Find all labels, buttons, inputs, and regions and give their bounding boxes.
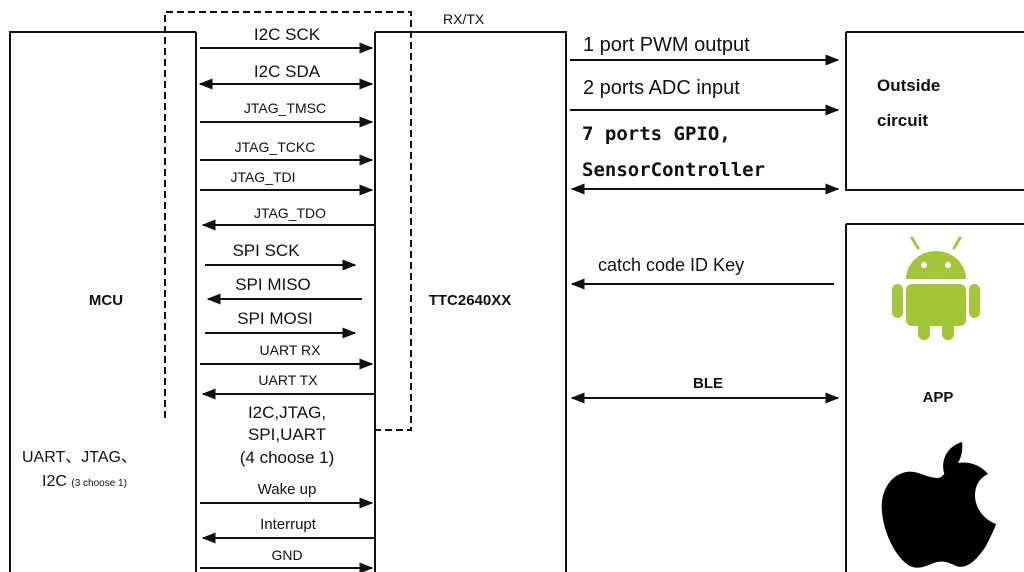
chip-block — [374, 31, 567, 572]
mcu-block — [9, 31, 196, 572]
jtag-tdi-label: JTAG_TDI — [230, 169, 295, 185]
pwm-label: 1 port PWM output — [583, 34, 750, 56]
spi-miso-label: SPI MISO — [235, 275, 311, 294]
apple-icon — [881, 442, 996, 568]
wake-up-label: Wake up — [258, 481, 317, 498]
outside-label-2: circuit — [877, 111, 928, 130]
mcu-note-line1: UART、JTAG、 — [22, 449, 137, 466]
gnd-label: GND — [271, 547, 302, 563]
jtag-tmsc-label: JTAG_TMSC — [244, 100, 326, 116]
interface-dashed-box — [164, 11, 412, 431]
catch-code-label: catch code ID Key — [598, 255, 744, 275]
i2c-sck-label: I2C SCK — [254, 25, 321, 44]
outside-circuit-block — [845, 31, 1024, 191]
chip-label: TTC2640XX — [429, 292, 512, 309]
mux-note-line2: SPI,UART — [248, 425, 326, 444]
mcu-label: MCU — [89, 292, 123, 309]
jtag-tckc-label: JTAG_TCKC — [235, 139, 316, 155]
adc-label: 2 ports ADC input — [583, 77, 740, 99]
app-block — [845, 223, 1024, 572]
uart-tx-label: UART TX — [258, 372, 318, 388]
uart-rx-label: UART RX — [260, 342, 322, 358]
mcu-note-line2: I2C (3 choose 1) — [42, 473, 127, 490]
rxtx-label: RX/TX — [443, 11, 485, 27]
outside-label-1: Outside — [877, 76, 940, 95]
mux-note-line1: I2C,JTAG, — [248, 403, 326, 422]
sensor-label: SensorController — [582, 159, 765, 181]
ble-label: BLE — [693, 375, 723, 392]
mcu-note-i2c: I2C — [42, 473, 67, 490]
android-icon — [892, 236, 980, 340]
spi-sck-label: SPI SCK — [232, 241, 300, 260]
app-label: APP — [923, 389, 954, 406]
interrupt-label: Interrupt — [260, 516, 317, 533]
gpio-label: 7 ports GPIO, — [582, 123, 731, 145]
mux-note-line3: (4 choose 1) — [240, 448, 335, 467]
i2c-sda-label: I2C SDA — [254, 62, 321, 81]
signal-lines: I2C SCK I2C SDA JTAG_TMSC JTAG_TCKC JTAG… — [198, 25, 374, 572]
jtag-tdo-label: JTAG_TDO — [254, 205, 326, 221]
spi-mosi-label: SPI MOSI — [237, 309, 313, 328]
mcu-note-choose: (3 choose 1) — [71, 478, 127, 489]
